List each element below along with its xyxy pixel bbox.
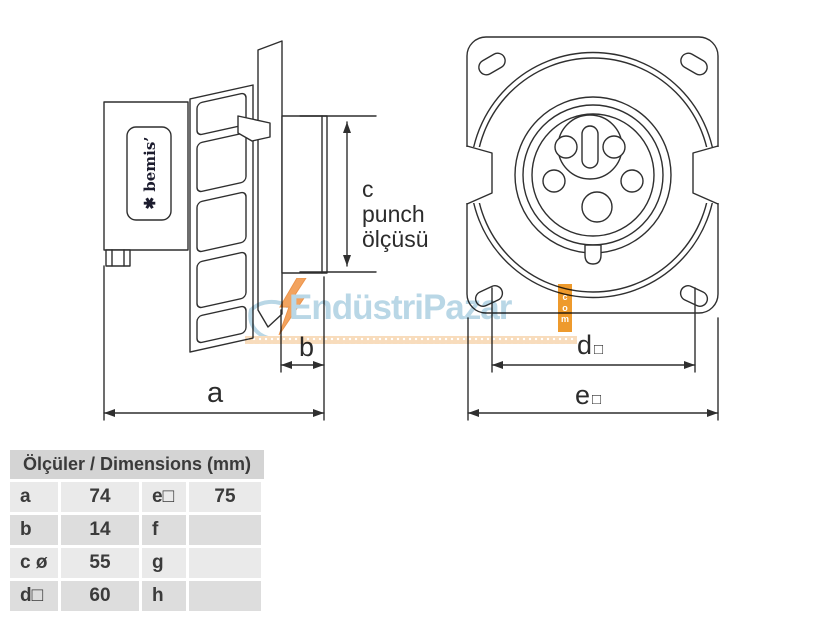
table-cell-label: c ø: [10, 548, 58, 578]
mounting-hole-tr: [680, 52, 708, 76]
ribbed-cage: [189, 84, 254, 353]
table-cell-label: a: [10, 482, 58, 512]
front-face-side: [281, 115, 328, 274]
flange-notch-right: [692, 145, 719, 205]
table-cell-value: 74: [61, 482, 139, 512]
dim-label-b: b: [299, 332, 314, 362]
table-cell-label: e□: [142, 482, 186, 512]
pin-hole-left: [542, 169, 566, 193]
keyway-tab: [584, 244, 602, 265]
table-cell-value: 14: [61, 515, 139, 545]
table-header: Ölçüler / Dimensions (mm): [10, 450, 264, 479]
bemis-label-plate: [126, 126, 172, 221]
dim-label-a: a: [207, 377, 224, 409]
dim-label-c-punch: punch: [362, 201, 425, 227]
pin-hole-right: [620, 169, 644, 193]
table-cell-label: f: [142, 515, 186, 545]
bemis-logo: ✱ bemis’: [141, 136, 159, 209]
table-cell-label: g: [142, 548, 186, 578]
side-view-drawing: ✱ bemis’: [103, 40, 328, 353]
flange-plate-side: [257, 40, 283, 328]
keyway-slot: [581, 125, 599, 169]
dimensions-table: Ölçüler / Dimensions (mm) a 74 e□ 75 b 1…: [10, 450, 264, 611]
mounting-hole-tl: [478, 52, 506, 76]
bottom-latch: [105, 249, 131, 267]
table-cell-value: 60: [61, 581, 139, 611]
front-view-drawing: [460, 36, 726, 314]
dim-label-d-sub: □: [594, 341, 603, 358]
table-cell-value: [189, 581, 261, 611]
dim-label-c-olcusu: ölçüsü: [362, 226, 428, 252]
latch-wedge: [237, 115, 271, 142]
technical-drawing: ✱ bemis’ c punch ölçüsü b a: [103, 36, 726, 421]
table-cell-value: 75: [189, 482, 261, 512]
flange-notch-left: [466, 145, 493, 205]
table-cell-value: [189, 515, 261, 545]
table-grid: a 74 e□ 75 b 14 f c ø 55 g d□ 60 h: [10, 482, 264, 611]
table-cell-label: b: [10, 515, 58, 545]
dim-label-e-sub: □: [592, 391, 601, 408]
table-cell-value: 55: [61, 548, 139, 578]
dim-label-e: e: [575, 380, 590, 410]
table-cell-label: h: [142, 581, 186, 611]
front-view-dimensions: d □ e □: [467, 287, 719, 421]
dim-label-d: d: [577, 330, 592, 360]
table-cell-value: [189, 548, 261, 578]
dim-label-c: c: [362, 176, 374, 202]
pin-hole-bottom: [581, 191, 613, 223]
table-cell-label: d□: [10, 581, 58, 611]
mounting-hole-br: [679, 285, 709, 307]
